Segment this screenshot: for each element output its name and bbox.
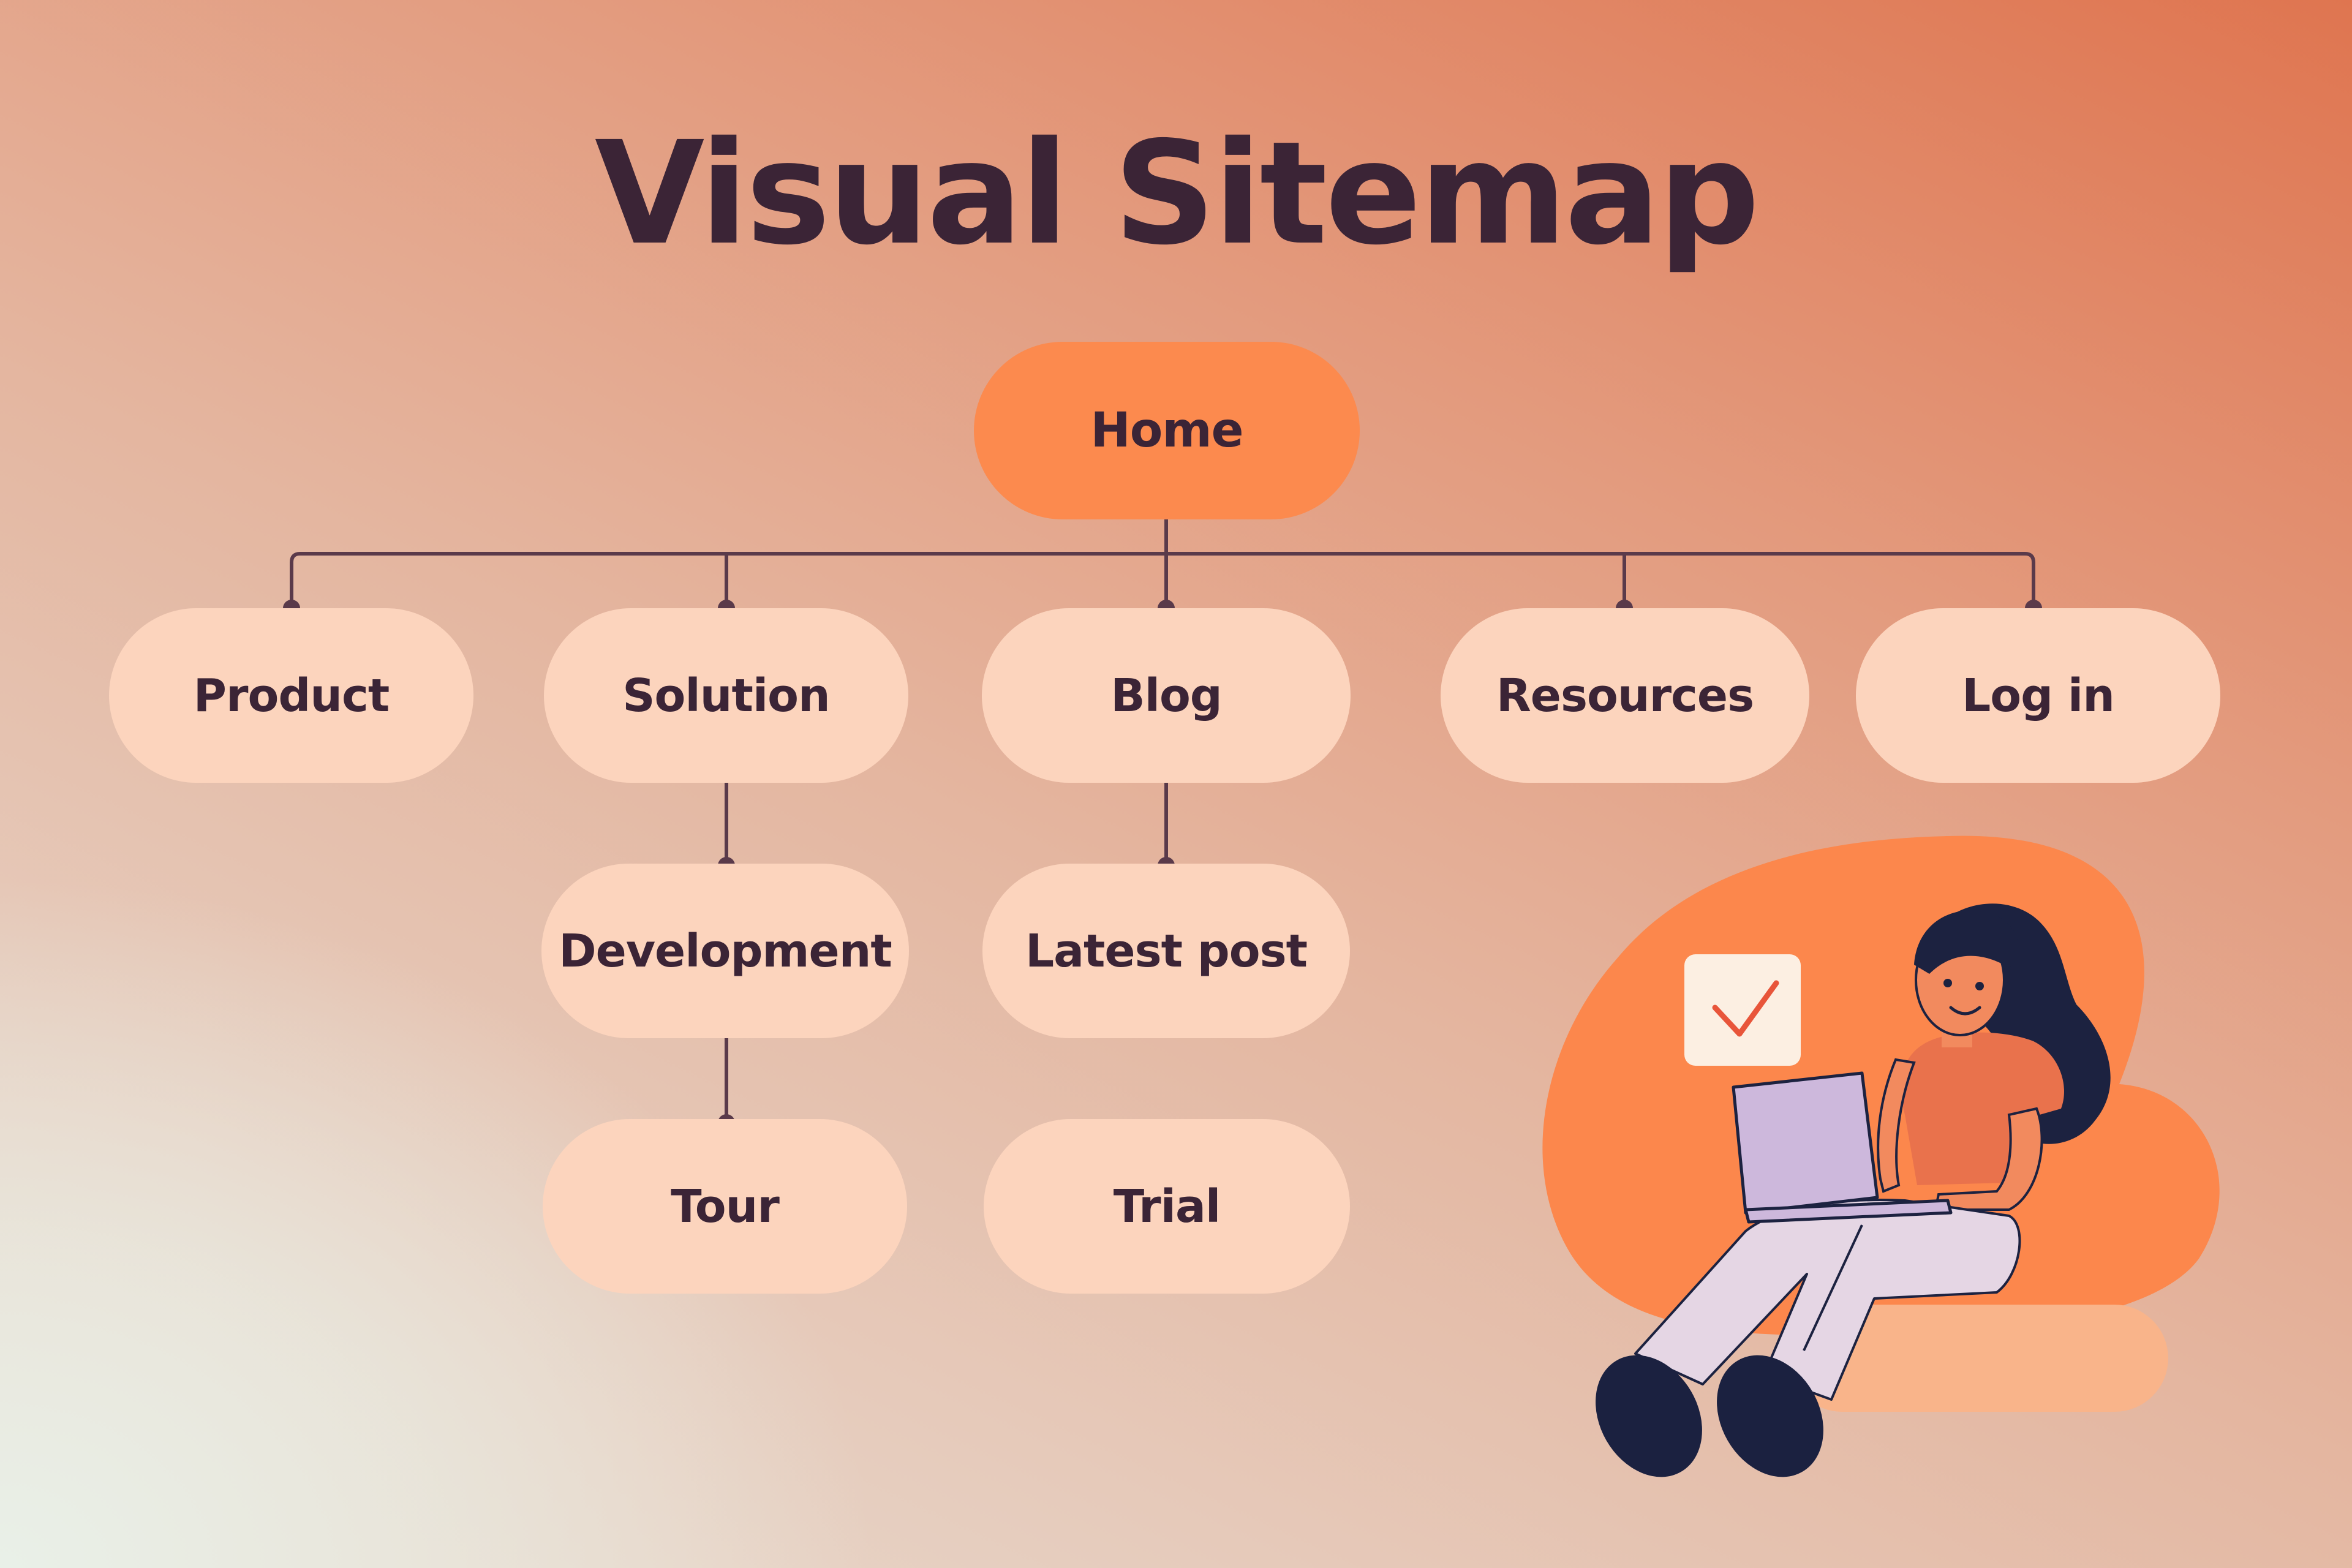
checkmark-icon [1684,954,1801,1066]
eye-right [1975,982,1984,990]
arm-left [1877,1058,1916,1193]
eye-left [1943,979,1952,987]
laptop-icon [1732,1071,1953,1224]
node-trial[interactable]: Trial [984,1119,1350,1294]
node-home[interactable]: Home [974,342,1360,519]
node-resources[interactable]: Resources [1441,608,1809,783]
node-latest-post[interactable]: Latest post [982,864,1350,1038]
shoe-right [1717,1355,1823,1477]
shoe-left [1596,1355,1702,1477]
page-title: Visual Sitemap [594,111,1760,276]
smile [1949,1006,1981,1016]
connector-bus [290,552,2035,608]
node-solution[interactable]: Solution [544,608,908,783]
node-tour[interactable]: Tour [543,1119,907,1294]
node-blog[interactable]: Blog [982,608,1351,783]
seat-cushion [1789,1305,2168,1412]
node-login[interactable]: Log in [1856,608,2220,783]
node-development[interactable]: Development [541,864,909,1038]
node-product[interactable]: Product [109,608,473,783]
